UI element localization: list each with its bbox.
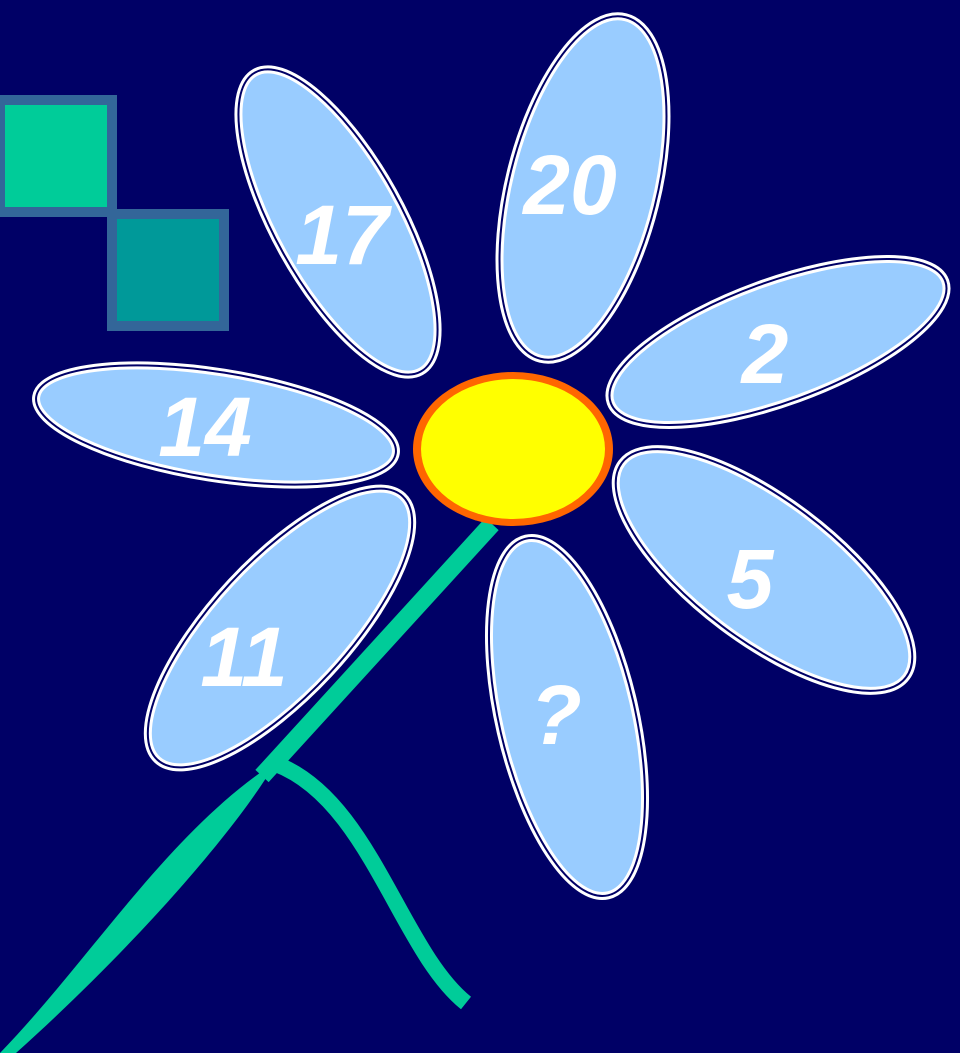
decorative-square-2 [112, 214, 224, 326]
petal-label-left: 14 [158, 380, 251, 474]
petal-label-top-left: 17 [295, 188, 392, 282]
flower-center [413, 372, 613, 526]
petal-label-top: 20 [521, 138, 616, 232]
petal-top-left: 17 [200, 42, 476, 402]
petal-right-upper: 2 [590, 225, 960, 460]
decorative-square-1 [0, 100, 112, 212]
petal-right-lower: 5 [580, 407, 949, 733]
petal-label-bottom: ? [530, 668, 581, 762]
petal-label-bottom-left: 11 [200, 610, 287, 704]
petal-bottom: ? [460, 523, 675, 910]
petal-label-right-lower: 5 [727, 532, 775, 626]
petal-left: 14 [28, 344, 404, 506]
petal-top: 20 [469, 0, 698, 377]
petal-label-right-upper: 2 [740, 307, 789, 401]
